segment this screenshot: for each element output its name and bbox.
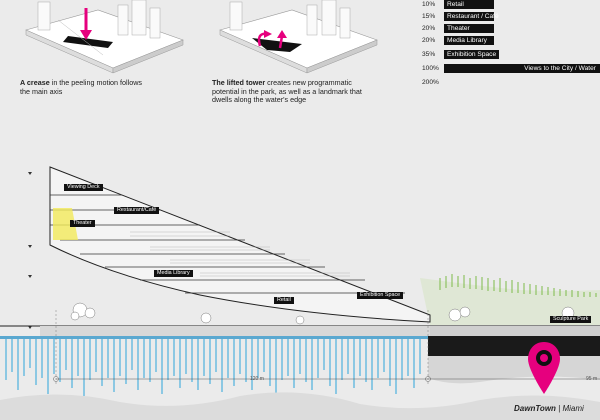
label-exhibition: Exhibition Space (357, 292, 404, 299)
program-bar: Media Library (444, 36, 494, 45)
label-sculpture-park: Sculpture Park (550, 316, 592, 323)
label-media-library: Media Library (154, 270, 193, 277)
dimension-right: 95 m (586, 376, 598, 382)
brand-logo: DawnTown | Miami (514, 404, 584, 413)
location-pin-icon (528, 342, 560, 394)
label-theater: Theater (70, 220, 95, 227)
lifted-tower-caption: The lifted tower creates new programmati… (212, 78, 362, 105)
program-bar: Exhibition Space (444, 50, 499, 59)
program-bar: Retail (444, 0, 494, 9)
crease-caption: A crease in the peeling motion follows t… (20, 78, 143, 96)
program-total: 200% (422, 79, 439, 86)
label-retail: Retail (274, 297, 294, 304)
label-viewing-deck: Viewing Deck (64, 184, 103, 191)
dimension-left: 120 m (250, 376, 264, 382)
crease-diagram (25, 0, 184, 74)
program-bar: Theater (444, 24, 494, 33)
lifted-tower-diagram (219, 0, 378, 74)
program-bar: Views to the City / Water (444, 64, 600, 73)
program-bar: Restaurant / Café (444, 12, 499, 21)
label-restaurant: Restaurant/Café (114, 207, 160, 214)
